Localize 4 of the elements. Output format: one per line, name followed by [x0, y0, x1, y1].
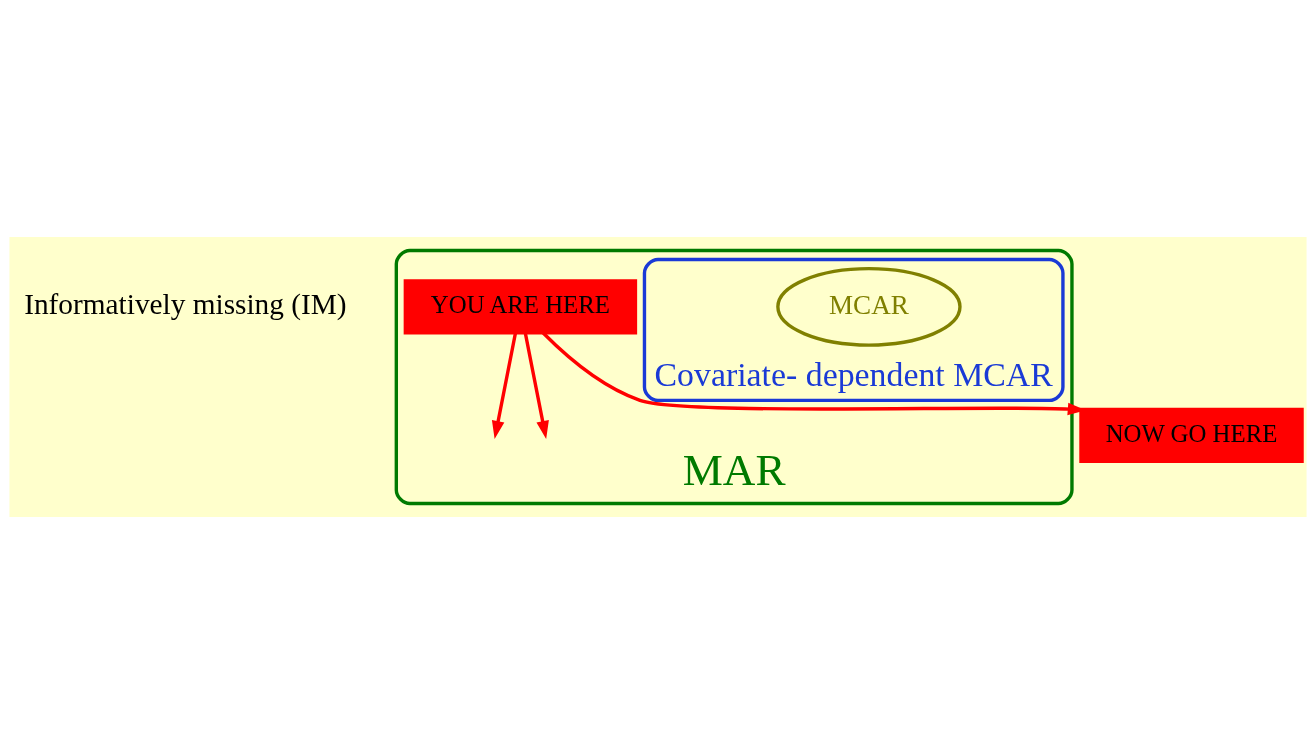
node-ellipse: MCAR — [776, 266, 962, 347]
label: Informatively missing (IM) — [24, 287, 347, 320]
node-box: YOU ARE HERE — [403, 278, 638, 334]
node-box: NOW GO HERE — [1079, 407, 1304, 463]
